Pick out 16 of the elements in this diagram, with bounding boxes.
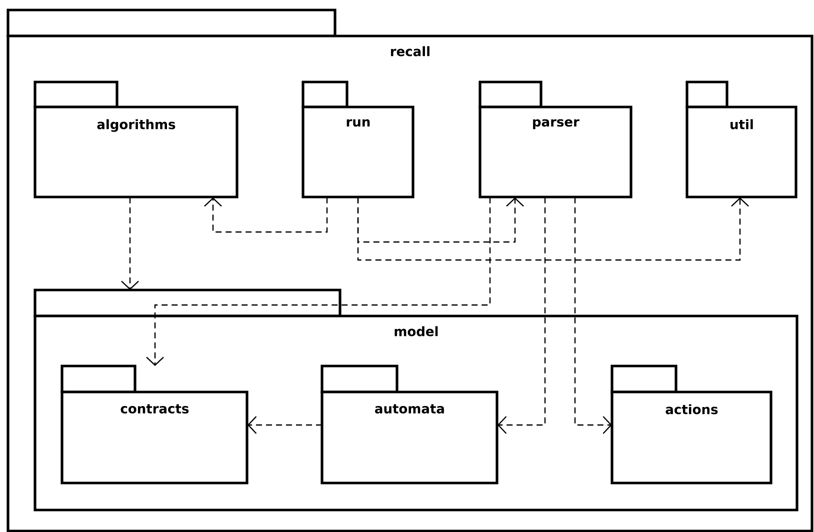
dependency-arrow xyxy=(497,197,546,434)
package-box: automata xyxy=(320,364,498,484)
dependency-arrow xyxy=(121,197,139,290)
dependency-arrow xyxy=(204,197,328,233)
package-box: run xyxy=(302,80,414,198)
dependency-arrow xyxy=(146,197,491,366)
package-box: contracts xyxy=(60,364,248,484)
package-box: algorithms xyxy=(34,80,238,198)
package-box: actions xyxy=(610,364,772,484)
dependency-arrow xyxy=(357,197,749,261)
dependency-arrow xyxy=(357,197,524,243)
package-box: util xyxy=(686,80,798,198)
dependency-arrow xyxy=(574,197,612,434)
package-box: parser xyxy=(478,80,632,198)
node-label: recall xyxy=(390,46,430,56)
dependency-arrow xyxy=(247,416,322,434)
